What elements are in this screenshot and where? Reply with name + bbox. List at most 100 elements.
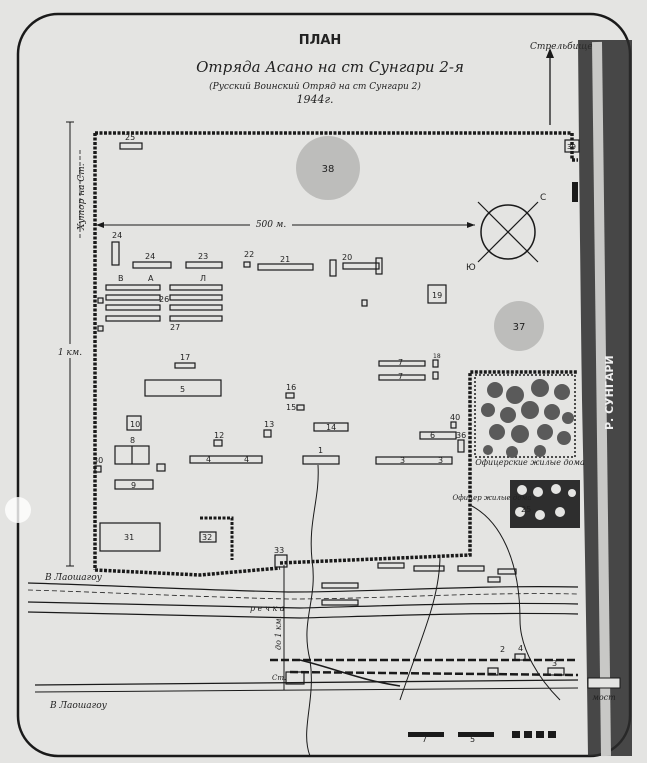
building-small-w2 [97,325,104,332]
fence-south [94,566,281,577]
fence-inner [200,516,234,560]
block-dot-1 [512,731,520,738]
building-10 [126,415,142,431]
building-6 [419,431,457,440]
circle-area-38 [296,136,360,200]
road-upper-edge [27,589,579,600]
river-marker [572,182,578,202]
building-numbers: 25 39 24 24 23 22 21 20 26 27 19 17 5 7 … [93,133,576,744]
num-24a: 24 [112,231,122,240]
road-lower-line-1 [34,679,579,686]
dim-500-bg [250,217,292,231]
dimension-label-bg [56,344,84,358]
building-24 [132,261,172,269]
block-dot-4 [548,731,556,738]
building-13 [263,429,272,438]
building-23 [185,261,223,269]
small-river-bank-2 [27,611,579,619]
building-18 [432,359,439,368]
filled-blocks [408,182,578,738]
building-1 [302,455,340,465]
num-4c: 4 [518,644,523,653]
title-line2: (Русский Воинский Отряд на ст Сунгари 2) [209,81,421,92]
officer-houses-label: Офицерские жилые дома [475,458,585,467]
num-3c: 3 [552,659,557,668]
dim-arrow-right [467,222,475,228]
camp-buildings [94,139,580,685]
building-14 [313,422,349,432]
num-40: 40 [450,413,460,422]
letter-l: Л [200,274,206,283]
building-south-1 [321,582,359,589]
bridge-label: мост [592,693,616,702]
num-8: 8 [130,436,135,445]
punch-hole [5,497,31,523]
building-31 [99,522,161,552]
barrack-a1 [169,284,223,291]
num-17: 17 [180,353,190,362]
dim-arrow-left [96,222,104,228]
railway [270,658,579,687]
building-18b [432,371,439,380]
building-4 [189,455,263,464]
num-3a: 3 [400,456,405,465]
dimension-500-label: 500 м. [256,220,287,230]
building-40 [450,421,457,429]
officer-forest-area: Офицерские жилые дома Офицер жилые дома [452,374,585,528]
distance-to-label: до 1 км. [274,616,283,650]
road-lower [34,679,579,693]
num-2: 2 [500,645,505,654]
num-23: 23 [198,252,208,261]
num-24: 24 [145,252,155,261]
num-6: 6 [430,431,435,440]
barrack-v4 [105,315,161,322]
num-7b: 7 [398,372,403,381]
building-7a [378,360,426,367]
building-south-5 [457,565,485,572]
num-1: 1 [318,446,323,455]
building-12 [213,439,223,447]
compass-rose [480,204,536,260]
roads [306,464,561,757]
letter-v: В [118,274,124,283]
num-12: 12 [214,431,224,440]
building-22 [243,261,251,268]
river-channel [592,41,611,757]
barrack-a2 [169,294,223,301]
block-dot-2 [524,731,532,738]
label-38: 38 [322,164,335,175]
road-lower-label: В Лаошагоу [49,701,108,711]
block-dot-3 [536,731,544,738]
building-3 [375,456,453,465]
bridge [587,677,621,689]
building-33 [274,554,288,568]
block-7-south [408,732,444,737]
num-39: 39 [567,143,576,151]
road-path [399,554,441,701]
building-20 [342,262,380,270]
building-20b [375,257,383,275]
num-22: 22 [244,250,254,259]
circle-area-37 [494,301,544,351]
building-21 [257,263,314,271]
label-37: 37 [513,322,526,333]
compass-axis-2 [477,201,539,263]
block-5-south [458,732,494,737]
num-9: 9 [131,481,136,490]
num-15: 15 [286,403,296,412]
letter-a: А [148,274,154,283]
barrack-v1 [105,284,161,291]
num-18: 18 [433,353,441,360]
officer-houses-small-label: Офицер жилые дома [452,494,531,502]
road-upper-label: В Лаошагоу [44,573,103,583]
small-river [27,601,579,619]
small-river-label: р е ч к а [250,604,285,613]
building-16 [285,392,295,399]
railway-spur [299,659,401,687]
num-13: 13 [264,420,274,429]
road-upper-line [27,582,579,593]
railway-track-2 [289,670,579,677]
compass-south: Ю [466,263,476,273]
building-15 [296,404,305,411]
num-14: 14 [326,423,336,432]
